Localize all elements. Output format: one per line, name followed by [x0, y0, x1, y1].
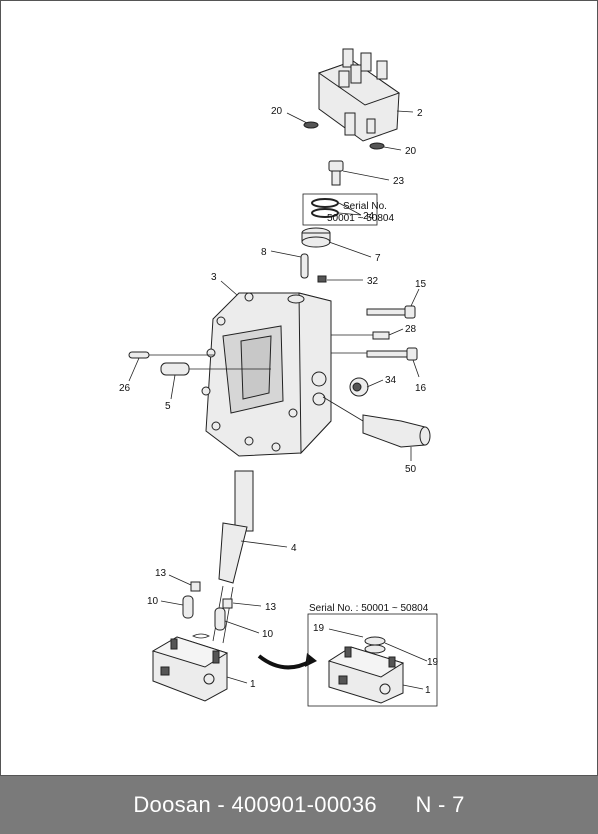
callout-5: 5 [165, 401, 171, 412]
footer-brand: Doosan [133, 792, 211, 817]
leader-lines [128, 110, 428, 690]
arrow-curve [257, 654, 312, 670]
inset-base-block [327, 636, 405, 704]
part-1-base-block [151, 633, 229, 702]
part-26-pin [128, 351, 150, 359]
callout-4: 4 [291, 543, 297, 554]
callout-26: 26 [119, 383, 131, 394]
part-23-screw [328, 160, 344, 186]
callout-13-left: 13 [155, 568, 167, 579]
part-24-oring-b [311, 208, 339, 218]
callout-34: 34 [385, 375, 397, 386]
callout-19-left: 19 [313, 623, 325, 634]
part-50-relief-valve [362, 414, 431, 448]
callout-2: 2 [417, 108, 423, 119]
drawing-frame: 2 20 20 23 24 Serial No. 50001 ~ 50804 8… [0, 0, 598, 776]
callout-32: 32 [367, 276, 379, 287]
part-32-small-plug [317, 275, 327, 283]
part-3-housing [201, 292, 332, 457]
footer-gap [377, 792, 415, 818]
part-13-cap-left [190, 581, 201, 592]
serial-bottom-label: Serial No. : 50001 ~ 50804 [309, 603, 429, 614]
callout-7: 7 [375, 253, 381, 264]
part-2-valve-block [317, 48, 401, 142]
callout-10-left: 10 [147, 596, 159, 607]
part-5-sleeve [160, 362, 190, 376]
serial-box-top [302, 193, 378, 226]
callout-20-left: 20 [271, 106, 283, 117]
exploded-parts-diagram: 2 20 20 23 24 Serial No. 50001 ~ 50804 8… [119, 48, 439, 707]
part-13-cap-right [222, 598, 233, 609]
footer-part-number: 400901-00036 [231, 792, 377, 817]
part-7-plug [301, 227, 331, 248]
callout-10-right: 10 [262, 629, 274, 640]
callout-3: 3 [211, 272, 217, 283]
part-16-bolt [366, 347, 418, 361]
callout-20-right: 20 [405, 146, 417, 157]
callout-8: 8 [261, 247, 267, 258]
serial-top-line2: 50001 ~ 50804 [327, 213, 394, 224]
part-8-pin [300, 253, 309, 279]
part-34-plug [349, 377, 369, 397]
callout-1-inset: 1 [425, 685, 431, 696]
part-10-fitting-left [182, 595, 194, 619]
part-10-fitting-right [214, 607, 226, 631]
arrow-head [305, 653, 317, 667]
footer-bar: Doosan - 400901-00036 N - 7 [0, 776, 598, 834]
callout-19-right: 19 [427, 657, 439, 668]
callout-15: 15 [415, 279, 427, 290]
callout-50: 50 [405, 464, 417, 475]
serial-top-line1: Serial No. [343, 201, 387, 212]
footer-page: N - 7 [415, 792, 465, 817]
callout-23: 23 [393, 176, 405, 187]
callout-1: 1 [250, 679, 256, 690]
callout-28: 28 [405, 324, 417, 335]
part-28-set-screw [372, 331, 390, 340]
callout-13-right: 13 [265, 602, 277, 613]
part-24-oring-a [311, 198, 339, 208]
footer-separator: - [211, 792, 232, 817]
part-20-seal-right [369, 142, 385, 150]
callout-24: 24 [363, 211, 375, 222]
serial-box-bottom [307, 613, 438, 707]
callout-16: 16 [415, 383, 427, 394]
part-20-seal-left [303, 121, 319, 129]
part-4-shaft [212, 470, 254, 644]
part-15-bolt [366, 305, 416, 319]
